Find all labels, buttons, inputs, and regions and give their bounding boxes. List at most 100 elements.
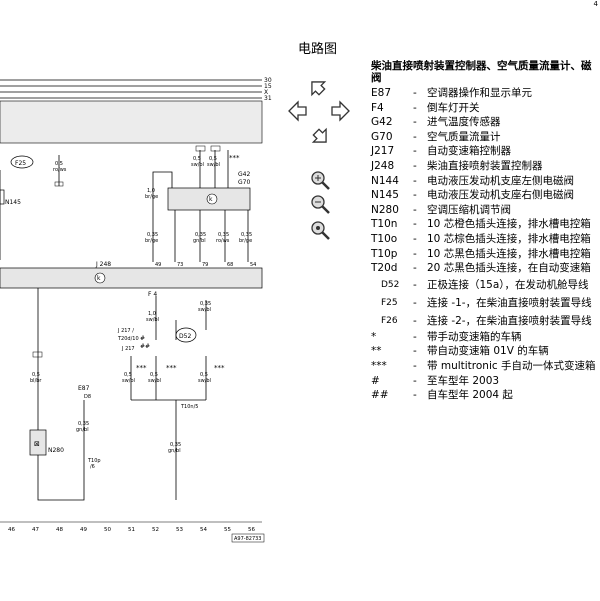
legend-description: 自动变速箱控制器	[427, 145, 511, 158]
j217b-label: J 217	[121, 346, 135, 352]
legend-dash: -	[413, 145, 417, 158]
page-title: 电路图	[298, 42, 338, 57]
legend-code: #	[371, 374, 380, 387]
wire-w8: 0,5	[209, 156, 217, 162]
legend-code: T20d	[371, 262, 398, 275]
g42-label: G42	[238, 171, 250, 178]
legend-description: 自车型年 2004 起	[427, 389, 513, 402]
legend-description: 柴油直接喷射装置控制器	[427, 159, 543, 172]
legend-code: *	[371, 330, 377, 343]
ruler-number: 49	[80, 527, 87, 533]
bus-label-30: 30	[264, 77, 272, 84]
e87-label: E87	[78, 385, 90, 392]
wire-w9c: sw/bl	[146, 317, 159, 323]
legend-code: D52	[381, 279, 400, 290]
n145-label: N145	[5, 199, 21, 206]
navigation-panel	[286, 76, 366, 246]
zoom-out-icon[interactable]	[308, 192, 332, 216]
zoom-in-icon[interactable]	[308, 168, 332, 192]
legend-item: G42-进气温度传感器	[371, 115, 600, 130]
legend-item: E87-空调器操作和显示单元	[371, 86, 600, 101]
bus-lines	[0, 79, 262, 99]
legend-dash: -	[413, 374, 417, 387]
legend-dash: -	[413, 116, 417, 129]
pin-73: 73	[177, 262, 183, 268]
pin-54: 54	[250, 262, 256, 268]
bus-label-X: X	[264, 89, 268, 96]
nav-up-icon[interactable]	[306, 76, 332, 102]
legend-item: N280-空调压缩机调节阀	[371, 203, 600, 218]
legend-dash: -	[413, 278, 417, 291]
legend-code: F25	[381, 297, 398, 308]
legend-dash: -	[413, 189, 417, 202]
g70-label: G70	[238, 179, 250, 186]
legend-item: G70-空气质量流量计	[371, 130, 600, 145]
zoom-fit-icon[interactable]	[308, 218, 332, 242]
wire-w11: 0,35	[170, 442, 181, 448]
j248-controller	[0, 267, 263, 289]
legend-item: ***-带 multitronic 手自动一体式变速箱	[371, 359, 600, 374]
legend-code: J248	[371, 159, 395, 172]
legend-dash: -	[413, 330, 417, 343]
f4-label: F 4	[148, 291, 157, 298]
legend-dash: -	[413, 203, 417, 216]
nav-left-icon[interactable]	[286, 98, 312, 124]
wire-w6: 0,35	[241, 232, 252, 238]
reference-number: A97-82733	[234, 536, 262, 542]
wire-w1c: ro/ws	[53, 167, 67, 173]
svg-text:k: k	[97, 275, 101, 282]
nav-right-icon[interactable]	[326, 98, 352, 124]
legend-item: T10o -10 芯棕色插头连接，排水槽电控箱	[371, 232, 600, 247]
wire-w7c: sw/bl	[191, 162, 204, 168]
n280-valve	[29, 429, 47, 456]
legend-description: 10 芯棕色插头连接，排水槽电控箱	[427, 232, 591, 245]
legend-code: N145	[371, 189, 399, 202]
legend-item: D52-正极连接（15a），在发动机舱导线	[371, 276, 600, 294]
legend-item: F25-连接 -1-，在柴油直接喷射装置导线	[371, 294, 600, 312]
legend-dash: -	[413, 232, 417, 245]
j248-label: J 248	[95, 261, 111, 268]
legend-dash: -	[413, 296, 417, 309]
j217a-label: J 217 /	[117, 328, 134, 334]
legend-code: T10n	[371, 218, 398, 231]
legend-dash: -	[413, 247, 417, 260]
legend-item: J248-柴油直接喷射装置控制器	[371, 159, 600, 174]
nav-down-icon[interactable]	[306, 122, 332, 148]
legend-code: T10o	[371, 232, 398, 245]
d52-label: D52	[179, 333, 191, 340]
legend-dash: -	[413, 359, 417, 372]
legend-dash: -	[413, 101, 417, 114]
n145-terminal	[0, 189, 5, 205]
wire-w15c: sw/bl	[148, 378, 161, 384]
t10p-label: T10p	[87, 458, 101, 464]
wire-w9: 1,0	[148, 311, 156, 317]
ruler-number: 52	[152, 527, 159, 533]
legend-description: 连接 -2-，在柴油直接喷射装置导线	[427, 314, 592, 327]
wire-w2: 1,0	[147, 188, 155, 194]
pin-79: 79	[202, 262, 208, 268]
legend-dash: -	[413, 87, 417, 99]
legend-code: G70	[371, 130, 393, 143]
legend-description: 空调压缩机调节阀	[427, 203, 511, 216]
wire-w6c: br/ge	[239, 238, 252, 244]
hash-2: ##	[140, 343, 150, 350]
page-number: 4	[593, 0, 598, 8]
legend-dash: -	[413, 345, 417, 358]
legend-description: 电动液压发动机支座右侧电磁阀	[427, 189, 574, 202]
circuit-diagram[interactable]: 30 15 X 31 F25 N145 0,5 ro/ws k G42 G70 …	[0, 76, 286, 546]
wire-w13c: bl/br	[30, 378, 42, 384]
legend-item: **-带自动变速箱 01V 的车辆	[371, 344, 600, 359]
legend-description: 空气质量流量计	[427, 130, 501, 143]
legend-item: N144-电动液压发动机支座左侧电磁阀	[371, 174, 600, 189]
wire-w16: 0,5	[200, 372, 208, 378]
stars-1: ***	[229, 154, 240, 162]
legend-item: T20d-20 芯黑色插头连接，在自动变速箱	[371, 261, 600, 276]
legend-code: G42	[371, 116, 393, 129]
reference-box	[231, 533, 265, 543]
hash-1: #	[140, 335, 145, 342]
svg-text:⊠: ⊠	[34, 440, 40, 448]
wire-w3c: br/ge	[145, 238, 158, 244]
ruler-number: 55	[224, 527, 231, 533]
d8-label: D8	[84, 394, 91, 400]
